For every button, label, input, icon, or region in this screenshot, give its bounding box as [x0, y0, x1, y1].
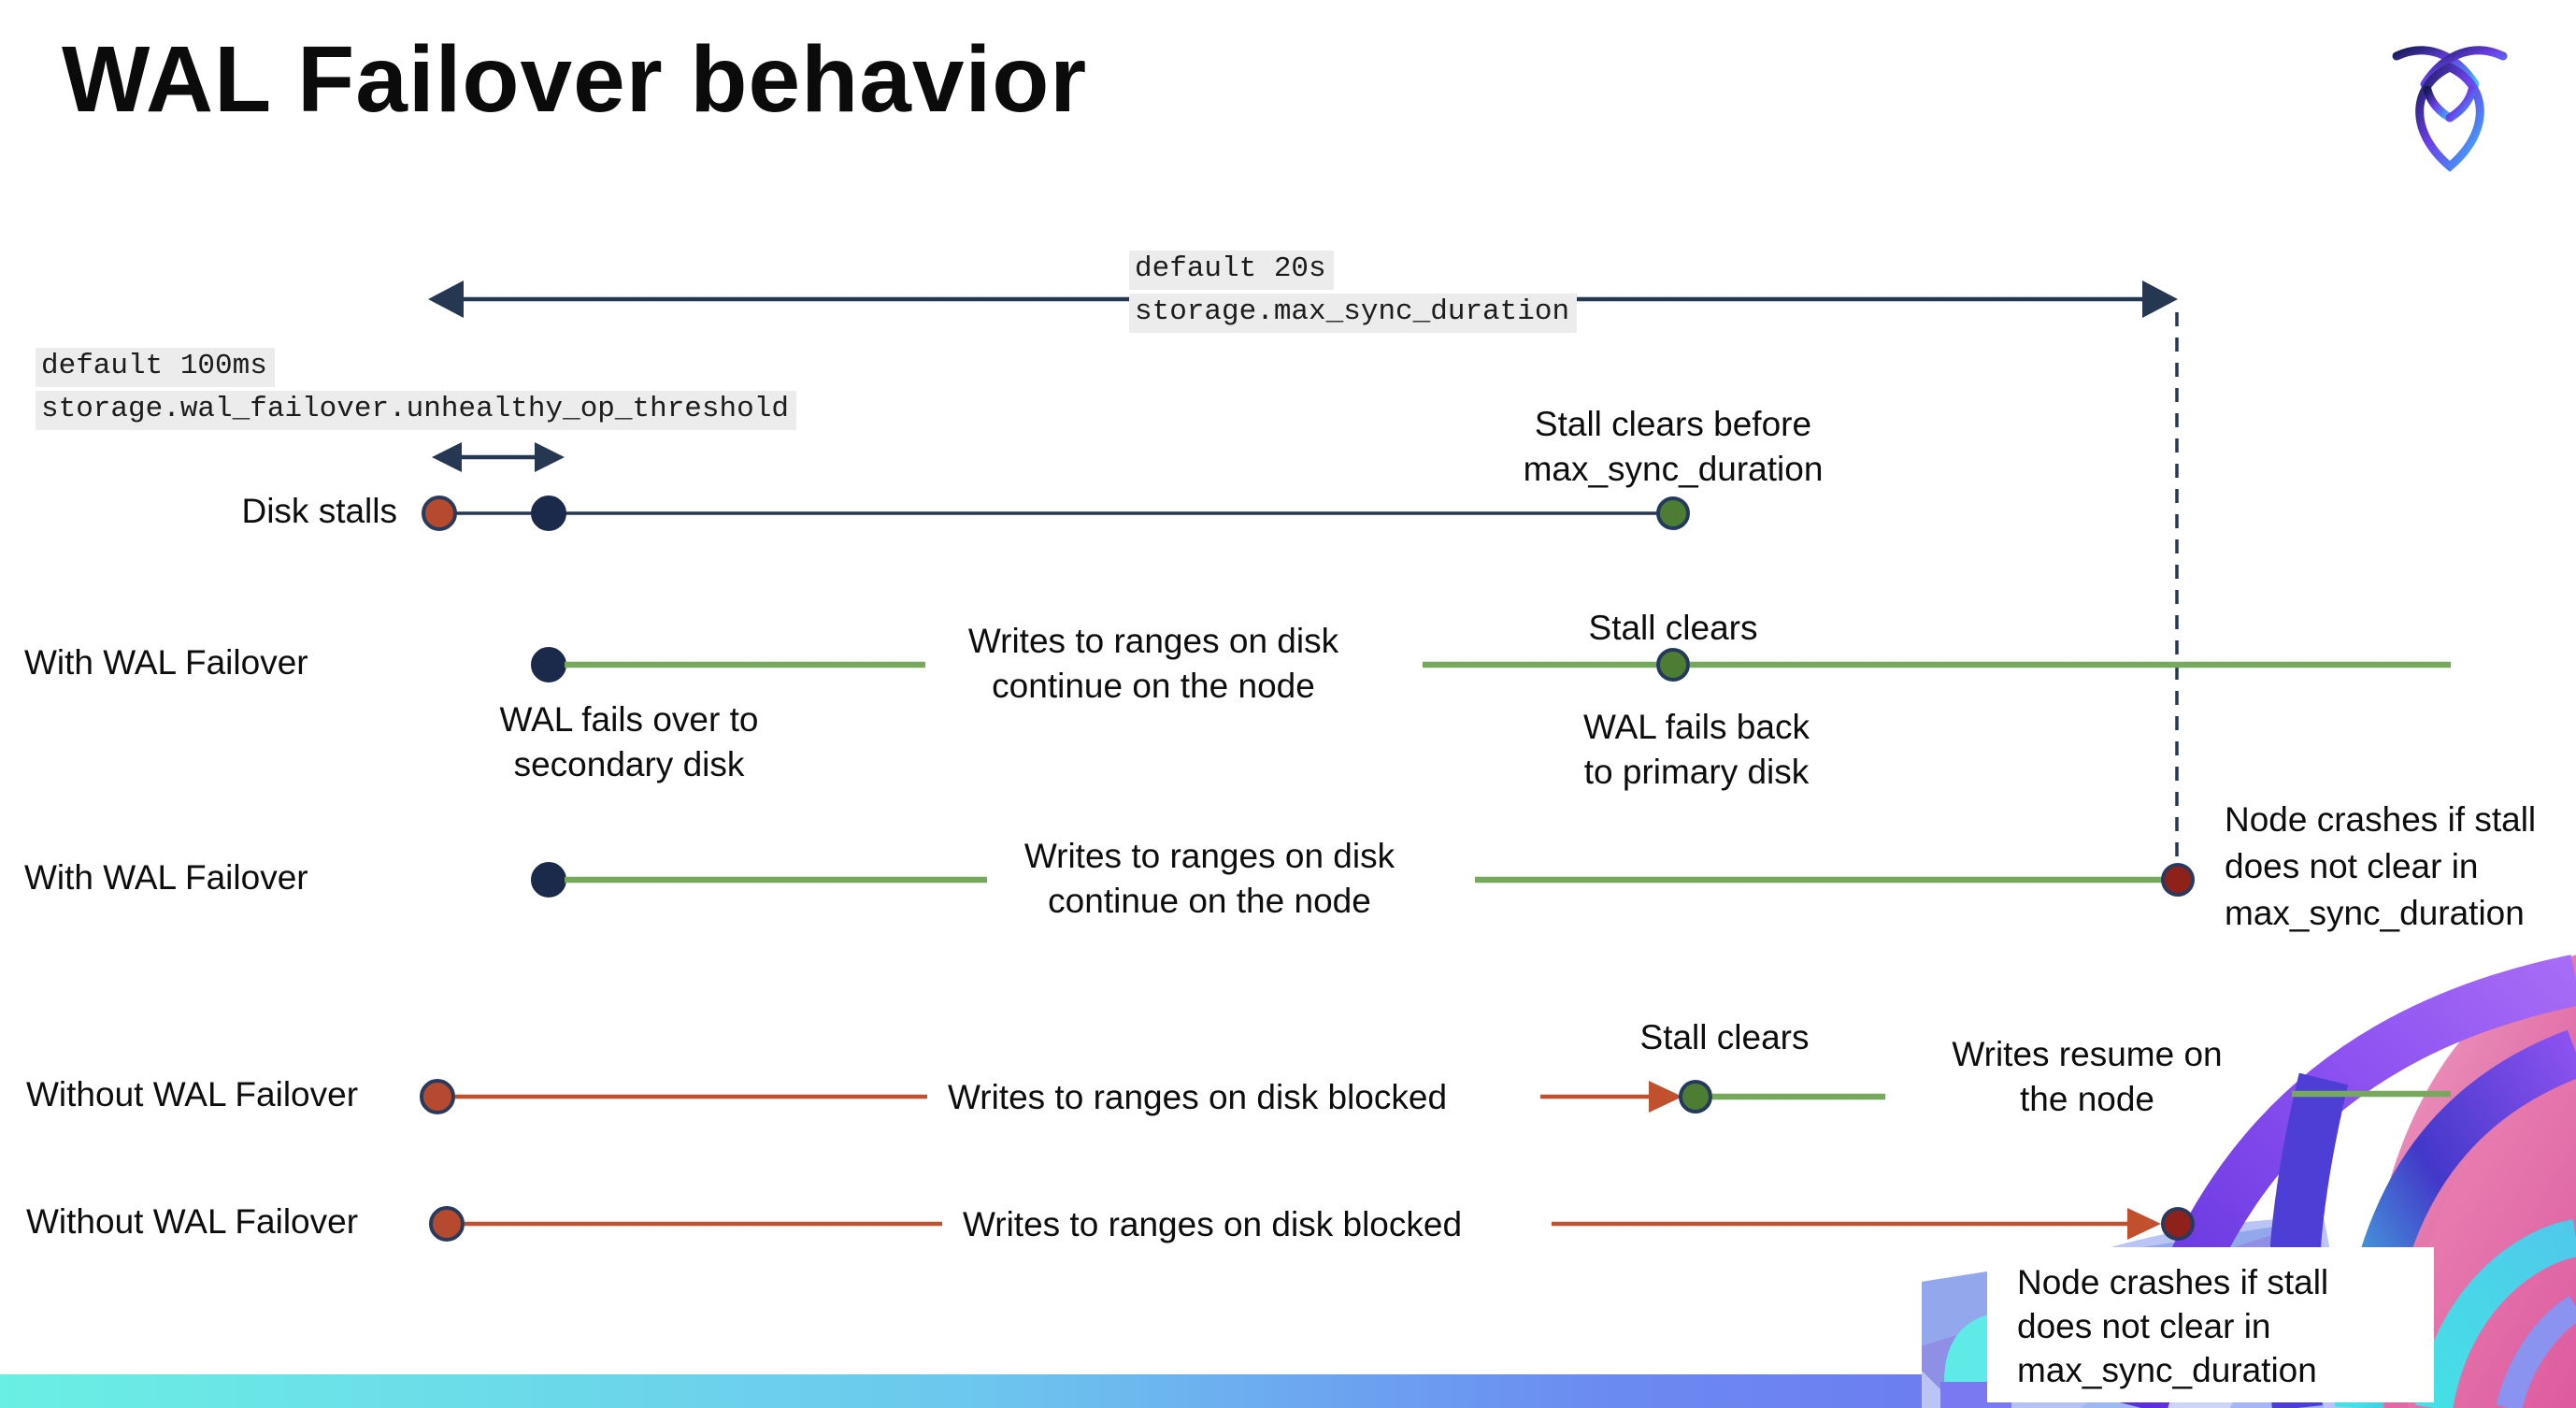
- unhealthy-op-default-value: default 100ms: [36, 348, 275, 387]
- node-crashes-callout-box: Node crashes if stall does not clear in …: [1987, 1247, 2434, 1402]
- stall-clears-dot: [1679, 1080, 1712, 1113]
- annotation-stall-clears-2: Stall clears: [1639, 1018, 1810, 1056]
- stall-start-dot: [422, 496, 457, 531]
- unhealthy-op-threshold-arrow: [432, 442, 565, 472]
- logo-strokes: [2392, 46, 2508, 172]
- threshold-dot: [531, 496, 566, 531]
- annotation-writes-continue-1: Writes to ranges on disk continue on the…: [967, 622, 1339, 705]
- row-label-without-wal-failover-1: Without WAL Failover: [26, 1075, 359, 1113]
- timeline-disk-stalls: [422, 496, 1690, 531]
- row-label-with-wal-failover-2: With WAL Failover: [24, 858, 308, 897]
- node-crash-dot: [2161, 1207, 2195, 1241]
- annotation-wal-fails-over: WAL fails over to secondary disk: [499, 700, 759, 783]
- timeline-with-wal-failover-2: [531, 862, 2195, 898]
- timeline-with-wal-failover-1: [531, 647, 2451, 682]
- annotation-stall-clears-1: Stall clears: [1588, 609, 1758, 647]
- config-label-max-sync-duration: default 20s storage.max_sync_duration: [1129, 251, 1578, 333]
- max-sync-setting-name: storage.max_sync_duration: [1129, 294, 1578, 333]
- annotation-writes-blocked-1: Writes to ranges on disk blocked: [948, 1078, 1448, 1116]
- row-label-without-wal-failover-2: Without WAL Failover: [26, 1202, 359, 1241]
- failover-dot: [531, 862, 566, 898]
- annotation-writes-continue-2: Writes to ranges on disk continue on the…: [1023, 837, 1395, 920]
- annotation-node-crashes-1: Node crashes if stall does not clear in …: [2225, 800, 2537, 932]
- annotation-wal-fails-back: WAL fails back to primary disk: [1583, 708, 1810, 791]
- stall-clears-dot: [1656, 648, 1690, 682]
- timeline-without-wal-failover-1: [420, 1079, 2451, 1114]
- cockroachdb-logo-icon: [2392, 46, 2508, 172]
- unhealthy-op-setting-name: storage.wal_failover.unhealthy_op_thresh…: [36, 391, 796, 430]
- row-label-with-wal-failover-1: With WAL Failover: [24, 643, 308, 682]
- annotation-writes-blocked-2: Writes to ranges on disk blocked: [963, 1205, 1463, 1243]
- config-label-unhealthy-op-threshold: default 100ms storage.wal_failover.unhea…: [36, 348, 796, 430]
- stall-start-dot: [429, 1206, 465, 1242]
- failover-dot: [531, 647, 566, 682]
- annotation-node-crashes-2: Node crashes if stall does not clear in …: [2017, 1263, 2329, 1389]
- annotation-writes-resume: Writes resume on the node: [1952, 1035, 2223, 1118]
- max-sync-default-value: default 20s: [1129, 251, 1334, 290]
- row-label-disk-stalls: Disk stalls: [241, 492, 397, 530]
- annotation-stall-clears-before: Stall clears before max_sync_duration: [1523, 405, 1824, 488]
- node-crash-dot: [2161, 863, 2195, 897]
- stall-clears-dot: [1656, 496, 1690, 530]
- stall-start-dot: [420, 1079, 455, 1114]
- page-title: WAL Failover behavior: [62, 27, 1088, 132]
- timeline-without-wal-failover-2: [429, 1206, 2195, 1242]
